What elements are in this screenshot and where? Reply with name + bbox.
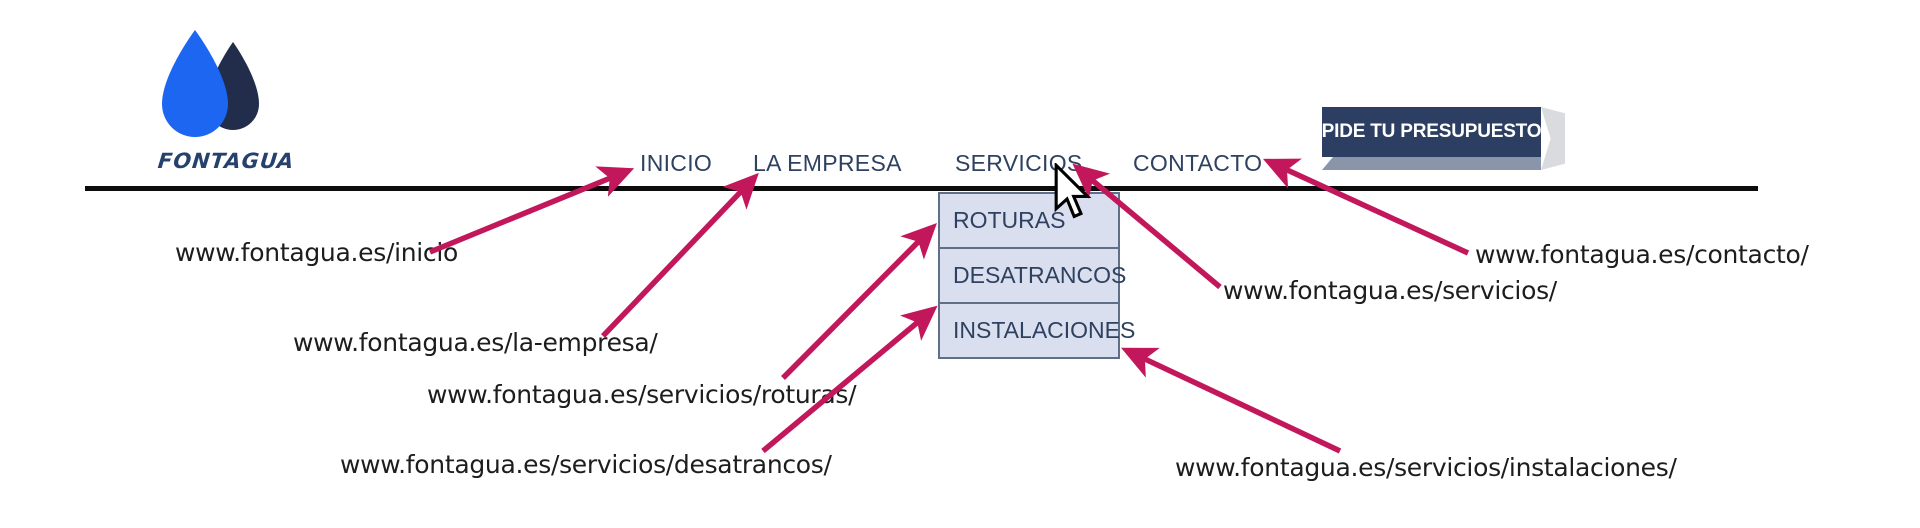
nav-item-la-empresa[interactable]: LA EMPRESA bbox=[753, 150, 902, 176]
header-divider-line bbox=[85, 186, 1758, 191]
nav-item-contacto[interactable]: CONTACTO bbox=[1133, 150, 1263, 176]
water-drop-icon bbox=[162, 30, 259, 137]
arrow-contacto bbox=[1263, 158, 1470, 256]
url-annotation-instalaciones: www.fontagua.es/servicios/instalaciones/ bbox=[1175, 453, 1677, 482]
cta-face: PIDE TU PRESUPUESTO bbox=[1321, 107, 1542, 157]
arrow-inicio bbox=[428, 166, 635, 255]
url-annotation-inicio: www.fontagua.es/inicio bbox=[175, 238, 458, 267]
url-annotation-roturas: www.fontagua.es/servicios/roturas/ bbox=[427, 380, 857, 409]
arrow-la-empresa bbox=[601, 172, 759, 338]
nav-item-servicios[interactable]: SERVICIOS bbox=[955, 150, 1083, 176]
nav-item-inicio[interactable]: INICIO bbox=[640, 150, 713, 176]
url-annotation-contacto: www.fontagua.es/contacto/ bbox=[1475, 240, 1809, 269]
pide-tu-presupuesto-button[interactable]: PIDE TU PRESUPUESTO bbox=[1322, 107, 1565, 170]
cta-bevel bbox=[1322, 157, 1541, 170]
cta-fold bbox=[1541, 107, 1565, 170]
dropdown-item-roturas[interactable]: ROTURAS bbox=[953, 207, 1066, 233]
arrow-instalaciones bbox=[1121, 347, 1342, 454]
brand-name: FONTAGUA bbox=[156, 149, 296, 173]
url-annotation-desatrancos: www.fontagua.es/servicios/desatrancos/ bbox=[340, 450, 832, 479]
cta-label: PIDE TU PRESUPUESTO bbox=[1321, 121, 1542, 142]
url-annotation-la-empresa: www.fontagua.es/la-empresa/ bbox=[293, 328, 658, 357]
servicios-dropdown: ROTURAS DESATRANCOS INSTALACIONES bbox=[938, 192, 1135, 359]
url-annotation-servicios: www.fontagua.es/servicios/ bbox=[1223, 276, 1557, 305]
dropdown-item-instalaciones[interactable]: INSTALACIONES bbox=[940, 302, 1135, 357]
dropdown-item-desatrancos[interactable]: DESATRANCOS bbox=[940, 247, 1126, 302]
arrow-roturas bbox=[781, 222, 937, 380]
